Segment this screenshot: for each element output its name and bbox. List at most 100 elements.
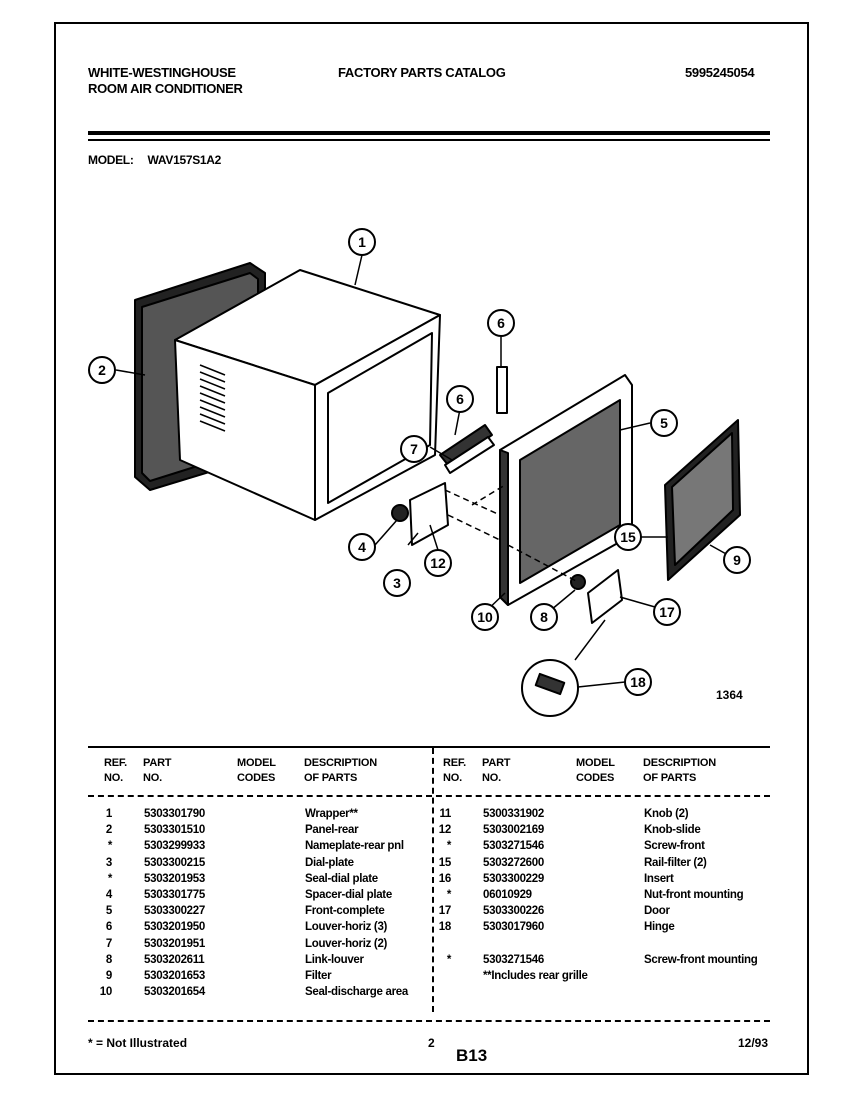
part-cell: 5303201951 bbox=[144, 937, 205, 950]
ref-cell: * bbox=[446, 889, 451, 901]
callout-3: 3 bbox=[383, 569, 411, 597]
svg-text:17: 17 bbox=[659, 604, 675, 620]
desc-cell: Wrapper** bbox=[305, 808, 358, 820]
brand-line1: WHITE-WESTINGHOUSE bbox=[88, 65, 236, 80]
header-dashed-rule bbox=[88, 795, 770, 798]
svg-text:6: 6 bbox=[456, 391, 464, 407]
callout-2: 2 bbox=[88, 356, 116, 384]
desc-cell: Filter bbox=[305, 970, 332, 982]
desc-cell: Insert bbox=[644, 872, 674, 885]
ref-cell: 7 bbox=[105, 937, 112, 950]
exploded-parts-diagram: 1 2 6 6 7 5 4 3 12 10 8 15 9 17 18 bbox=[88, 228, 751, 717]
callout-5: 5 bbox=[650, 409, 678, 437]
part-cell: 5303272600 bbox=[483, 856, 544, 869]
callout-9: 9 bbox=[723, 546, 751, 574]
desc-cell: Nut-front mounting bbox=[644, 889, 744, 901]
part-cell: 5303300226 bbox=[483, 905, 544, 918]
desc-cell: Hinge bbox=[644, 921, 675, 934]
svg-text:7: 7 bbox=[410, 441, 418, 457]
callout-12: 12 bbox=[424, 549, 452, 577]
part-cell: 5303300215 bbox=[144, 856, 205, 869]
svg-text:5: 5 bbox=[660, 415, 668, 431]
ref-cell: 17 bbox=[438, 905, 452, 918]
desc-cell: Spacer-dial plate bbox=[305, 889, 392, 901]
ref-cell: 1 bbox=[105, 808, 112, 820]
header-rule-thin bbox=[88, 139, 770, 141]
catalog-number: 5995245054 bbox=[685, 65, 755, 80]
svg-text:15: 15 bbox=[620, 529, 636, 545]
desc-cell: Door bbox=[644, 905, 670, 918]
header-rule-thick bbox=[88, 131, 770, 135]
not-illustrated-note: * = Not Illustrated bbox=[88, 1036, 188, 1050]
model-label: MODEL: bbox=[88, 153, 134, 167]
ref-cell: 4 bbox=[105, 889, 112, 901]
page-border bbox=[54, 22, 809, 1075]
brand-line2: ROOM AIR CONDITIONER bbox=[88, 81, 243, 96]
svg-text:6: 6 bbox=[497, 315, 505, 331]
desc-cell: Seal-dial plate bbox=[305, 872, 378, 885]
ref-cell: 12 bbox=[438, 824, 452, 837]
desc-cell: Nameplate-rear pnl bbox=[305, 840, 404, 853]
callout-18: 18 bbox=[624, 668, 652, 696]
ref-cell: * bbox=[107, 872, 112, 885]
desc-cell: Panel-rear bbox=[305, 824, 359, 837]
ref-cell: 18 bbox=[438, 921, 452, 934]
callout-17: 17 bbox=[653, 598, 681, 626]
ref-cell: 16 bbox=[438, 872, 452, 885]
ref-cell: * bbox=[446, 840, 451, 853]
callout-6b: 6 bbox=[446, 385, 474, 413]
revision-date: 12/93 bbox=[738, 1036, 769, 1050]
model-value: WAV157S1A2 bbox=[147, 153, 222, 167]
ref-cell: 10 bbox=[99, 986, 113, 999]
ref-cell: * bbox=[107, 840, 112, 853]
part-cell: 5303301790 bbox=[144, 808, 205, 820]
ref-cell: 6 bbox=[105, 921, 112, 934]
part-cell: 5303201953 bbox=[144, 872, 205, 885]
desc-cell: Louver-horiz (2) bbox=[305, 937, 388, 950]
desc-cell: Knob-slide bbox=[644, 824, 701, 837]
part-cell: 5303017960 bbox=[483, 921, 544, 934]
desc-cell: Seal-discharge area bbox=[305, 986, 408, 999]
desc-cell: Screw-front bbox=[644, 840, 705, 853]
svg-text:2: 2 bbox=[98, 362, 106, 378]
callout-7: 7 bbox=[400, 435, 428, 463]
part-cell: 5303301775 bbox=[144, 889, 205, 901]
desc-cell: Louver-horiz (3) bbox=[305, 921, 388, 934]
part-cell: 5303201950 bbox=[144, 921, 205, 934]
section-code: B13 bbox=[456, 1046, 488, 1065]
ref-cell: 15 bbox=[438, 856, 452, 869]
ref-cell: 9 bbox=[105, 970, 112, 982]
ref-cell: 5 bbox=[105, 905, 112, 918]
svg-text:9: 9 bbox=[733, 552, 741, 568]
desc-cell: Front-complete bbox=[305, 905, 385, 918]
callout-6a: 6 bbox=[487, 309, 515, 337]
part-cell: 5303271546 bbox=[483, 840, 544, 853]
header-ref-right: REF.NO. bbox=[443, 757, 467, 784]
callout-1: 1 bbox=[348, 228, 376, 256]
callout-15: 15 bbox=[614, 523, 642, 551]
part-cell: 5303300229 bbox=[483, 872, 544, 885]
desc-cell: Knob (2) bbox=[644, 808, 689, 820]
ref-cell: 11 bbox=[439, 808, 451, 820]
svg-text:8: 8 bbox=[540, 609, 548, 625]
model-line: MODEL: WAV157S1A2 bbox=[88, 153, 235, 167]
header-ref-left: REF.NO. bbox=[104, 757, 128, 784]
part-cell: 5303201653 bbox=[144, 970, 205, 982]
part-cell: 5303201654 bbox=[144, 986, 205, 999]
desc-cell: Screw-front mounting bbox=[644, 953, 758, 966]
part-cell: 5300331902 bbox=[483, 808, 544, 820]
table-bottom-rule bbox=[88, 1020, 770, 1022]
part-cell: **Includes rear grille bbox=[483, 970, 588, 982]
callout-10: 10 bbox=[471, 603, 499, 631]
part-cell: 5303202611 bbox=[144, 953, 205, 966]
desc-cell: Rail-filter (2) bbox=[644, 856, 707, 869]
ref-cell: * bbox=[446, 953, 451, 966]
table-top-rule bbox=[88, 746, 770, 748]
ref-cell: 8 bbox=[105, 953, 112, 966]
figure-number: 1364 bbox=[716, 688, 743, 702]
